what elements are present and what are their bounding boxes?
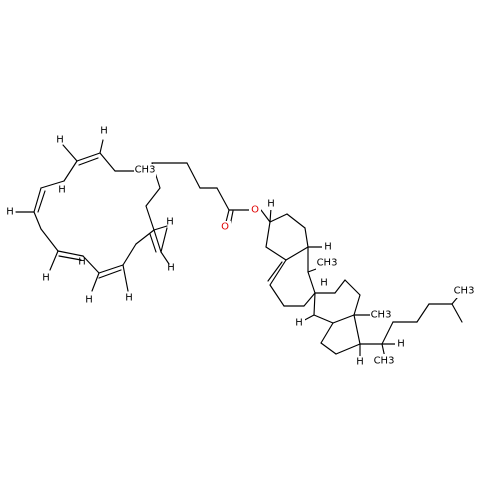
bond bbox=[313, 314, 334, 324]
bond bbox=[63, 160, 78, 182]
vinylic-hydrogen-label: H bbox=[167, 263, 175, 274]
bond bbox=[91, 272, 100, 292]
vinylic-hydrogen-label: H bbox=[58, 185, 66, 196]
bond bbox=[57, 250, 84, 257]
bond bbox=[267, 261, 283, 282]
vinylic-hydrogen-label: H bbox=[78, 257, 86, 268]
bond bbox=[160, 251, 170, 265]
bond bbox=[33, 187, 42, 213]
bond bbox=[58, 255, 82, 261]
bond bbox=[99, 152, 116, 172]
bond bbox=[98, 264, 124, 274]
bond bbox=[99, 139, 104, 154]
label-layer: O O CH3 CH3 CH3 CH3 CH3 H H H H H H H H … bbox=[6, 126, 475, 368]
bond bbox=[62, 144, 78, 162]
bond bbox=[153, 229, 162, 253]
bond bbox=[307, 271, 316, 294]
bond bbox=[304, 227, 309, 248]
bond bbox=[269, 207, 272, 223]
bond bbox=[286, 213, 306, 229]
bond bbox=[98, 269, 122, 279]
vinylic-hydrogen-label: H bbox=[125, 293, 133, 304]
vinylic-hydrogen-label: H bbox=[56, 135, 64, 146]
bond bbox=[78, 157, 99, 166]
c10-methyl-label: CH3 bbox=[317, 258, 338, 269]
bond bbox=[313, 292, 316, 316]
c14-hydrogen-label: H bbox=[356, 357, 364, 368]
bond bbox=[82, 255, 100, 274]
ethyl-methyl-label: CH3 bbox=[135, 165, 156, 176]
bond bbox=[153, 225, 168, 231]
c3-hydrogen-label: H bbox=[267, 199, 275, 210]
c8-hydrogen-label: H bbox=[324, 242, 332, 253]
c17-hydrogen-label: H bbox=[397, 339, 405, 350]
bond bbox=[265, 221, 271, 248]
c9-hydrogen-label: H bbox=[295, 318, 303, 329]
vinylic-hydrogen-label: H bbox=[85, 295, 93, 306]
c13-methyl-label: CH3 bbox=[371, 310, 392, 321]
bond bbox=[265, 246, 287, 261]
bond bbox=[37, 190, 46, 213]
vinylic-hydrogen-label: H bbox=[6, 207, 14, 218]
bond bbox=[269, 213, 288, 223]
bond bbox=[334, 279, 346, 294]
bond bbox=[303, 292, 316, 307]
bond bbox=[320, 322, 334, 344]
bond bbox=[76, 152, 101, 162]
bond-layer bbox=[15, 139, 463, 359]
bond bbox=[145, 205, 155, 231]
bond bbox=[186, 162, 201, 189]
isopropyl-methyl-label: CH3 bbox=[454, 286, 475, 297]
bond bbox=[149, 233, 157, 253]
bond bbox=[40, 228, 59, 252]
carbonyl-oxygen-label: O bbox=[221, 222, 229, 233]
bond bbox=[135, 229, 155, 245]
bond bbox=[145, 187, 161, 207]
bond bbox=[344, 279, 361, 296]
bond bbox=[416, 303, 430, 323]
bond bbox=[451, 303, 463, 323]
bond bbox=[353, 314, 361, 345]
ester-oxygen-label: O bbox=[251, 205, 259, 216]
bond bbox=[40, 180, 65, 189]
bond bbox=[269, 259, 287, 286]
bond bbox=[285, 246, 309, 261]
bond bbox=[320, 342, 337, 355]
vinylic-hydrogen-label: H bbox=[42, 273, 50, 284]
bond bbox=[49, 250, 59, 271]
bond bbox=[353, 294, 361, 316]
bond bbox=[122, 243, 137, 266]
vinylic-hydrogen-label: H bbox=[100, 126, 108, 137]
bond bbox=[33, 211, 42, 230]
bond bbox=[216, 187, 230, 211]
bond bbox=[335, 343, 361, 355]
bond bbox=[381, 321, 394, 345]
bond bbox=[269, 284, 285, 307]
c21-methyl-label: CH3 bbox=[374, 356, 395, 367]
bond bbox=[160, 227, 168, 253]
bond bbox=[260, 209, 271, 223]
c20-hydrogen-label: H bbox=[320, 278, 328, 289]
vinylic-hydrogen-label: H bbox=[166, 217, 174, 228]
bond bbox=[332, 314, 355, 324]
bond bbox=[122, 264, 129, 292]
